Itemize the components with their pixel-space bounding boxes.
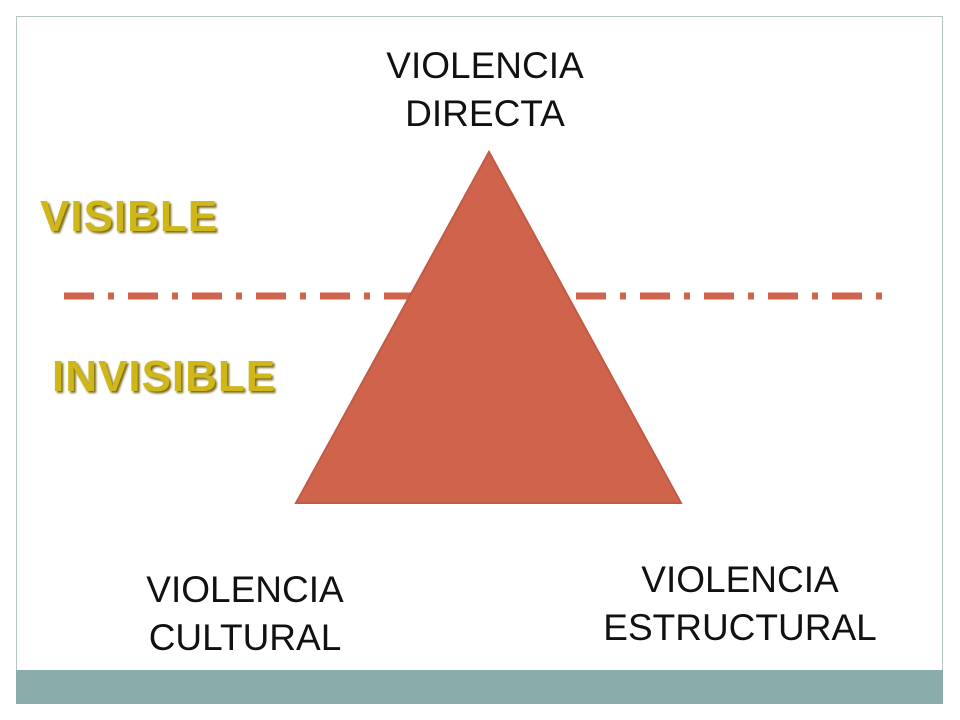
label-line: VIOLENCIA <box>641 559 839 600</box>
label-violencia-directa: VIOLENCIA DIRECTA <box>330 42 640 138</box>
label-violencia-estructural: VIOLENCIA ESTRUCTURAL <box>560 556 920 652</box>
zone-visible-label: VISIBLE <box>40 192 219 241</box>
label-line: VIOLENCIA <box>146 569 344 610</box>
footer-bar <box>16 670 943 704</box>
label-line: VIOLENCIA <box>386 45 584 86</box>
label-line: CULTURAL <box>148 617 342 658</box>
label-line: ESTRUCTURAL <box>603 607 877 648</box>
label-violencia-cultural: VIOLENCIA CULTURAL <box>90 566 400 662</box>
label-line: DIRECTA <box>405 93 565 134</box>
zone-invisible-label: INVISIBLE <box>52 352 277 401</box>
violence-triangle <box>294 149 683 504</box>
